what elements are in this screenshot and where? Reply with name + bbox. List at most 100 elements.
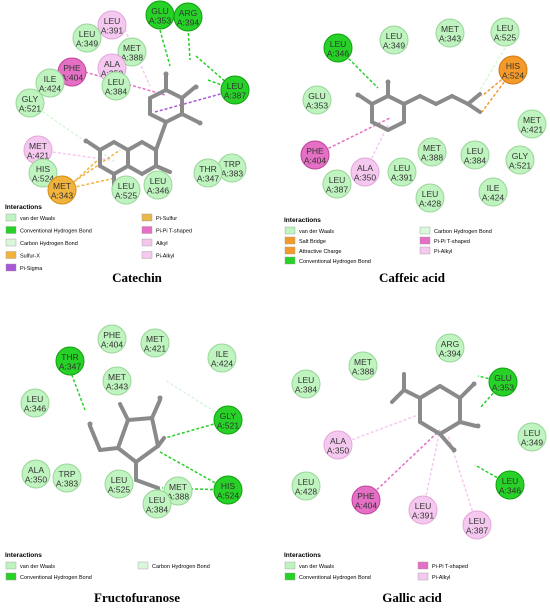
residue-circle [213,475,243,505]
residue-circle [498,55,528,85]
ligand-structure-catechin [83,71,203,191]
legend-label: Pi-Sigma [20,266,43,272]
residue-circle [143,170,173,200]
ligand-structure-gallic-acid [390,372,481,453]
panel-caffeic-acid: LEUA:346LEUA:349META:343LEUA:525HISA:524… [284,17,547,285]
residue-id: A:424 [39,84,61,94]
residue-name: PHE [103,330,121,340]
residue-name: MET [53,181,71,191]
legend-item: van der Waals [284,226,334,235]
legend-swatch [284,572,296,581]
residue-name: HIS [506,61,521,71]
residue-name: ALA [28,465,44,475]
residue-name: LEU [118,181,135,191]
residue-name: ARG [179,8,197,18]
residue-circle [21,459,51,489]
residue-name: TRP [224,159,241,169]
residue-name: TRP [59,469,76,479]
legend-label: Alkyl [156,241,168,247]
residue-id: A:521 [509,161,531,171]
ligand-structure-caffeic-acid [355,79,482,133]
residue-nodes: LEUA:346LEUA:349META:343LEUA:525HISA:524… [300,17,547,213]
legend-item: Alkyl [141,238,168,247]
residue-circle [322,169,352,199]
ligand-structure-fructofuranose [87,395,166,493]
residue-id: A:391 [391,173,413,183]
residue-id: A:349 [521,438,543,448]
residue-id: A:343 [439,34,461,44]
residue-name: LEU [415,501,432,511]
legend-item: Conventional Hydrogen Bond [5,572,92,581]
residue-circle [460,140,490,170]
residue-circle [291,369,321,399]
residue-name: GLY [512,151,529,161]
residue-name: GLY [220,411,237,421]
residue-circle [300,140,330,170]
legend-label: Sulfur-X [20,254,40,260]
legend-label: Carbon Hydrogen Bond [20,241,78,247]
residue-name: GLY [22,94,39,104]
residue-circle [102,366,132,396]
legend-item: Carbon Hydrogen Bond [5,238,78,247]
residue-id: A:521 [19,104,41,114]
residue-name: LEU [298,375,315,385]
residue-name: MET [441,24,459,34]
legend-swatch [284,226,296,235]
residue-name: LEU [79,29,96,39]
residue-id: A:524 [502,71,524,81]
legend-item: Attractive Charge [284,246,342,255]
legend-item: Pi-Pi T-shaped [141,226,192,235]
legend-swatch [284,561,296,570]
legend-item: Conventional Hydrogen Bond [284,256,371,265]
residue-id: A:346 [147,186,169,196]
residue-name: PHE [306,146,324,156]
residue-circle [351,485,381,515]
legend-swatch [417,561,429,570]
residue-name: PHE [63,63,81,73]
residue-id: A:346 [327,49,349,59]
residue-id: A:525 [115,191,137,201]
legend-label: Carbon Hydrogen Bond [434,229,492,235]
legend-title: Interactions [284,552,321,559]
residue-id: A:428 [295,487,317,497]
legend-label: van der Waals [20,564,55,570]
residue-circle [20,388,50,418]
panel-fructofuranose: PHEA:404META:421THRA:347ILEA:424META:343… [5,324,243,605]
residue-id: A:404 [61,73,83,83]
residue-id: A:391 [412,511,434,521]
legend-item: van der Waals [284,561,334,570]
legend-label: Pi-Pi T-shaped [434,239,470,245]
legend-label: Pi-Sulfur [156,216,177,222]
residue-id: A:524 [217,491,239,501]
residue-name: LEU [298,477,315,487]
legend-label: van der Waals [299,229,334,235]
residue-circle [462,510,492,540]
legend-swatch [141,238,153,247]
residue-id: A:383 [221,169,243,179]
residue-id: A:394 [177,18,199,28]
residue-name: LEU [422,189,439,199]
